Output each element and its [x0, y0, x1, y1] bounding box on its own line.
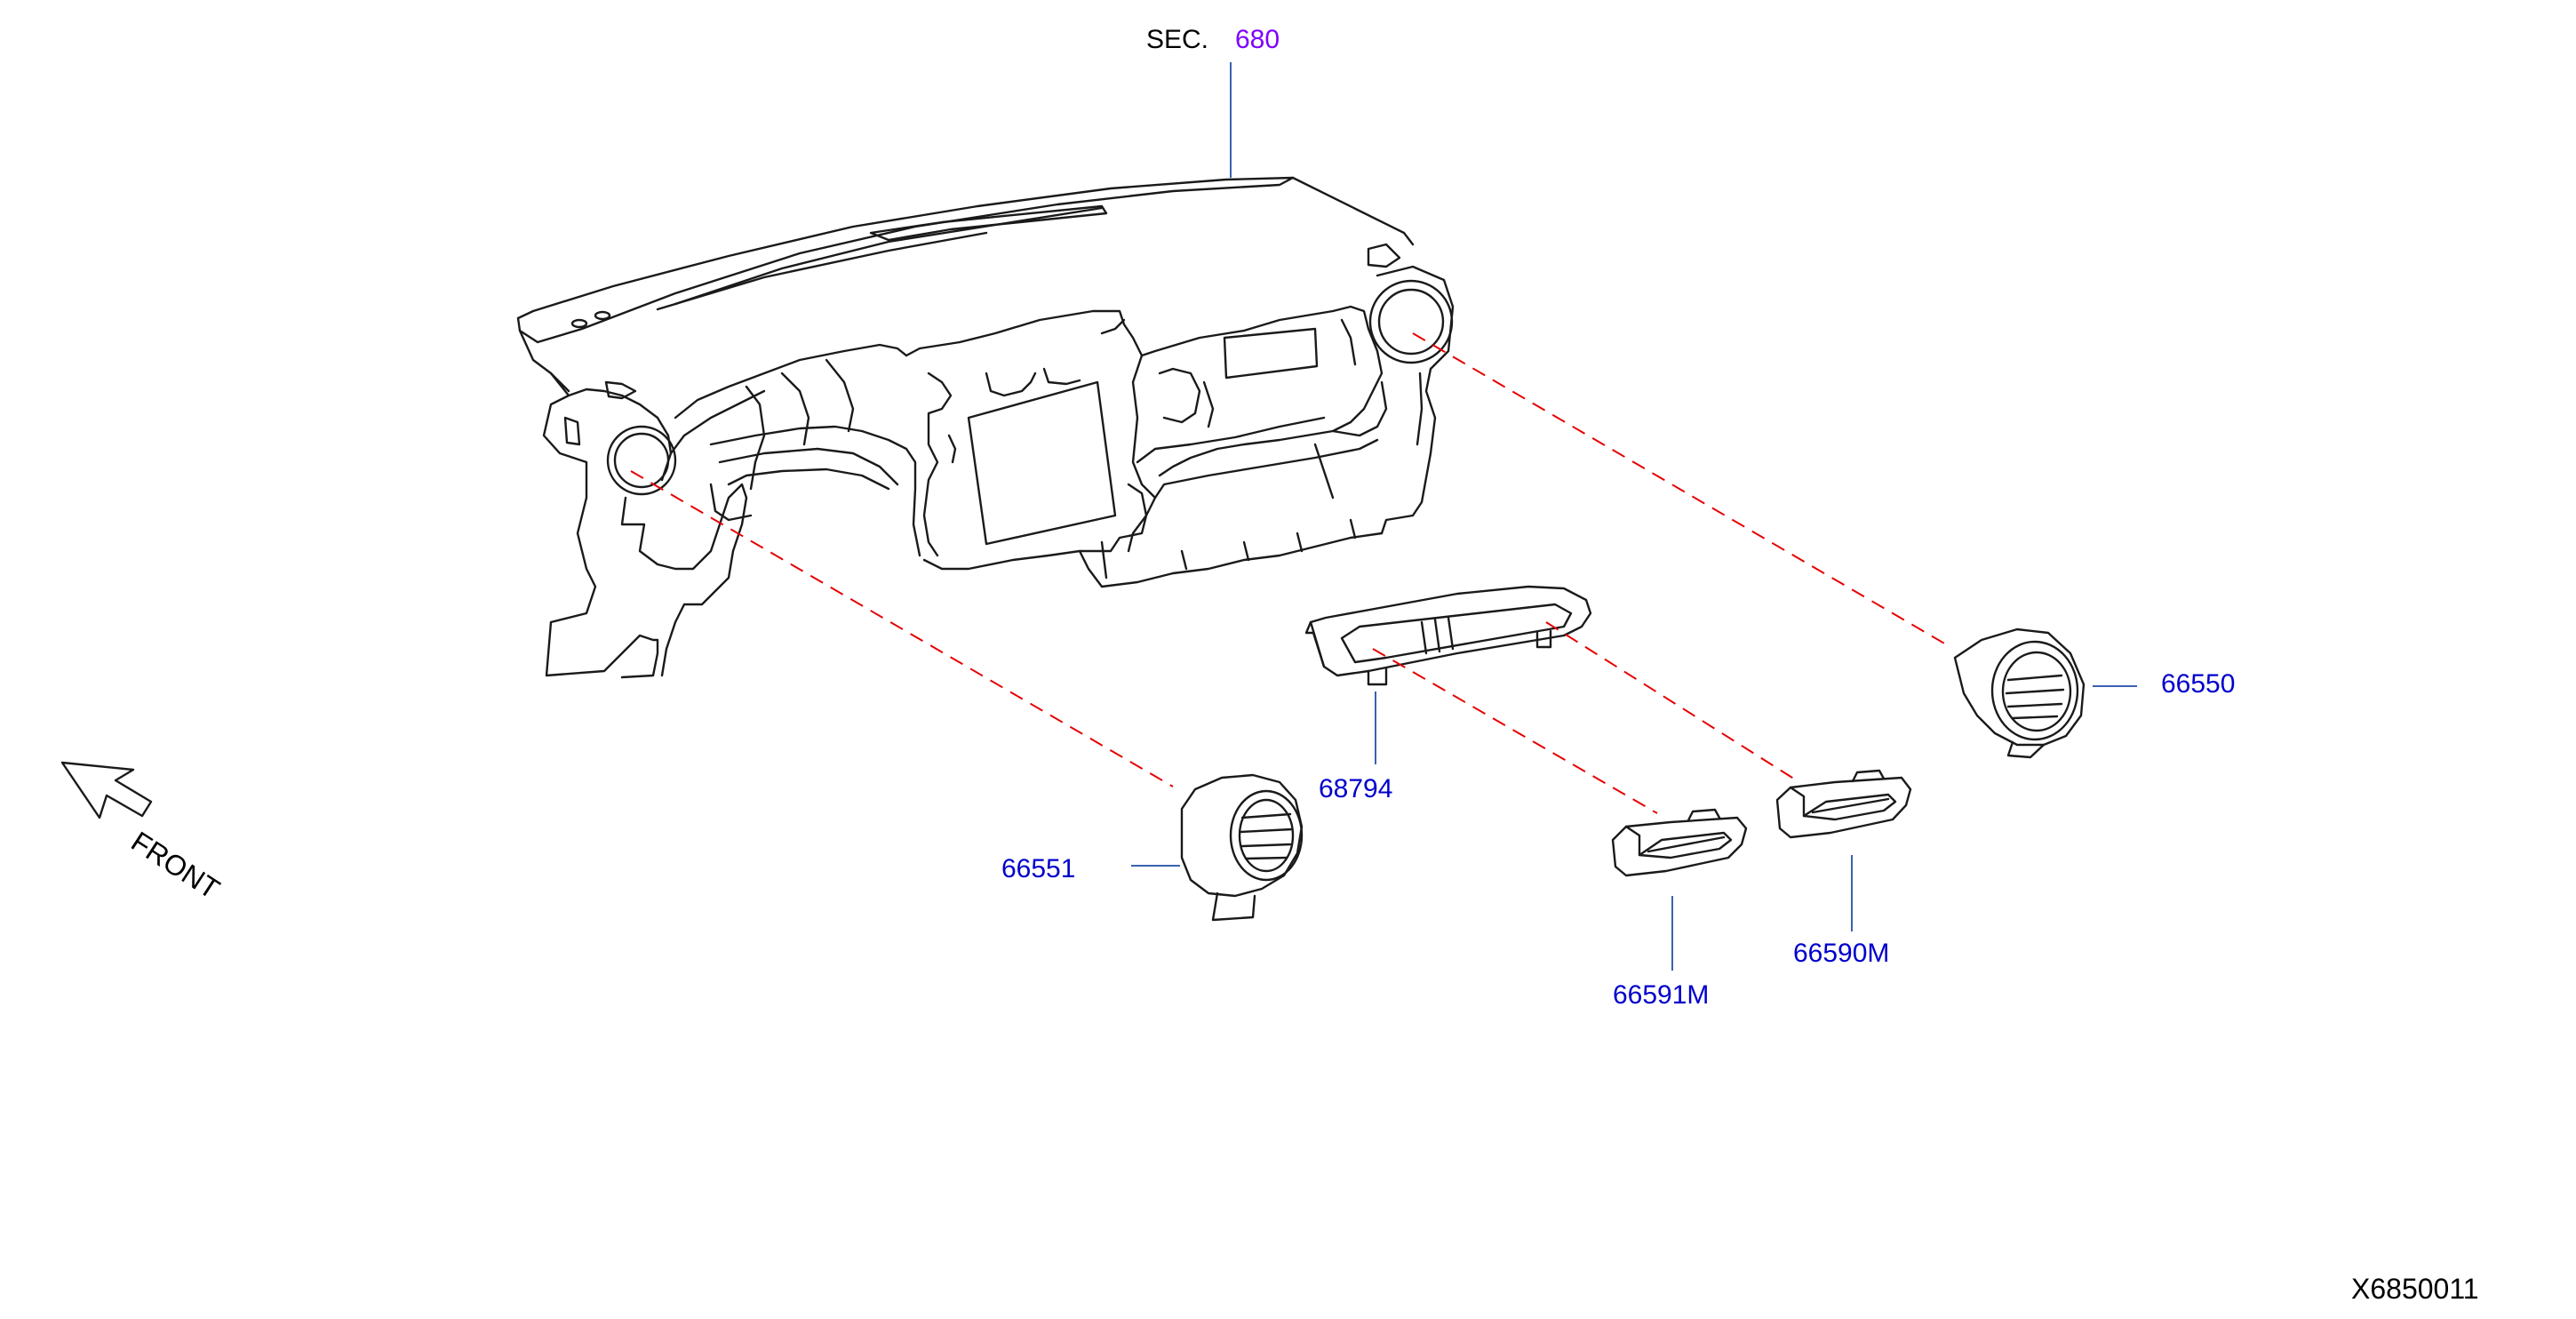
part-link-66590M[interactable]: 66590M: [1793, 939, 1890, 968]
right-side-vent-drawing: [1953, 628, 2086, 759]
section-prefix: SEC.: [1146, 25, 1209, 54]
center-vent-left-drawing: [1611, 808, 1748, 877]
part-link-66550[interactable]: 66550: [2161, 669, 2236, 699]
leader-lines: [1131, 62, 2137, 971]
center-vent-right-drawing: [1775, 769, 1912, 839]
section-link-680[interactable]: 680: [1235, 25, 1280, 54]
part-link-66551[interactable]: 66551: [1001, 854, 1076, 883]
explode-lines: [630, 332, 1947, 814]
left-side-vent-drawing: [1180, 773, 1304, 922]
part-link-66591M[interactable]: 66591M: [1613, 980, 1710, 1010]
center-vent-bezel-drawing: [1304, 585, 1592, 686]
front-arrow-icon: [60, 761, 153, 819]
instrument-panel-drawing: [516, 176, 1455, 679]
part-link-68794[interactable]: 68794: [1319, 774, 1393, 803]
diagram-code: X6850011: [2351, 1273, 2479, 1305]
